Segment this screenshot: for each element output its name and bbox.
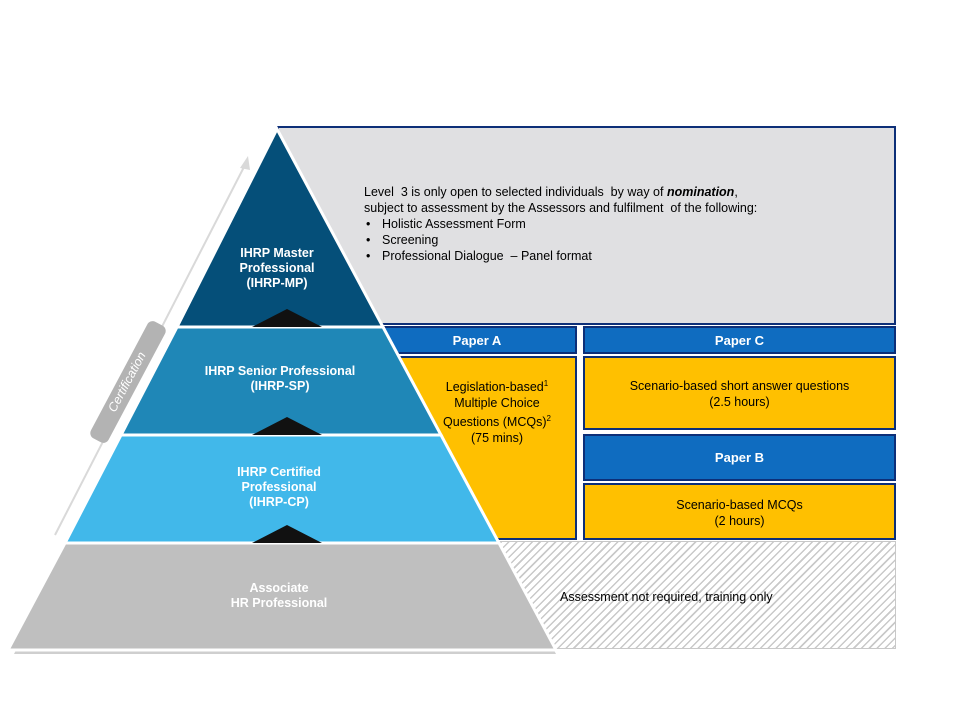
nomination-item: Screening [364, 232, 757, 248]
nomination-intro: Level 3 is only open to selected individ… [364, 184, 757, 200]
nomination-item: Holistic Assessment Form [364, 216, 757, 232]
tier-master-line1: IHRP Master [240, 246, 314, 260]
paper-b-duration: (2 hours) [714, 514, 765, 528]
associate-note: Assessment not required, training only [560, 590, 773, 604]
tier-associate-label: Associate HR Professional [209, 581, 349, 611]
tier-certified-line3: (IHRP-CP) [249, 495, 309, 509]
paper-c-header: Paper C [583, 326, 896, 354]
tier-certified-label: IHRP Certified Professional (IHRP-CP) [209, 465, 349, 510]
paper-a-line1: Legislation-based [445, 380, 544, 395]
tier-associate-line1: Associate [249, 581, 309, 595]
tier-senior-label: IHRP Senior Professional (IHRP-SP) [180, 364, 380, 394]
nomination-line2: subject to assessment by the Assessors a… [364, 201, 758, 215]
paper-a-footnote-1: 1 [543, 379, 549, 388]
nomination-list: Holistic Assessment Form Screening Profe… [364, 216, 757, 264]
paper-a-header: Paper A [377, 326, 577, 354]
tier-certified-line2: Professional [241, 480, 317, 494]
nomination-intro-start: Level 3 is only open to selected individ… [364, 185, 667, 199]
tier-master-label: IHRP Master Professional (IHRP-MP) [207, 246, 347, 291]
paper-a-footnote-2: 2 [546, 414, 551, 424]
paper-c-line1: Scenario-based short answer questions [629, 379, 850, 393]
paper-b-body: Scenario-based MCQs (2 hours) [583, 483, 896, 540]
level-up-marker-3 [252, 525, 322, 543]
paper-b-header: Paper B [583, 434, 896, 481]
nomination-item: Professional Dialogue – Panel format [364, 248, 757, 264]
tier-master-line3: (IHRP-MP) [246, 276, 308, 290]
tier-senior-line1: IHRP Senior Professional [204, 364, 356, 378]
certification-arrow-head [240, 156, 250, 170]
tier-senior-line2: (IHRP-SP) [250, 379, 310, 393]
tier-master-line2: Professional [239, 261, 315, 275]
paper-a-duration: (75 mins) [470, 431, 524, 446]
certification-pill [90, 321, 166, 443]
paper-a-line3: Questions (MCQs) [443, 415, 547, 430]
paper-c-duration: (2.5 hours) [709, 395, 770, 409]
nomination-emphasis: nomination [666, 185, 735, 199]
nomination-text: Level 3 is only open to selected individ… [364, 184, 757, 264]
level-up-marker-1 [252, 309, 322, 327]
tier-certified-line1: IHRP Certified [237, 465, 321, 479]
level-up-marker-2 [252, 417, 322, 435]
tier-master-shape [174, 125, 386, 329]
paper-a-line2: Multiple Choice [454, 396, 540, 411]
nomination-intro-end: , [734, 185, 738, 199]
tier-associate-shape [5, 541, 559, 652]
paper-b-line1: Scenario-based MCQs [676, 498, 803, 512]
tier-associate-line2: HR Professional [230, 596, 328, 610]
paper-c-body: Scenario-based short answer questions (2… [583, 356, 896, 430]
